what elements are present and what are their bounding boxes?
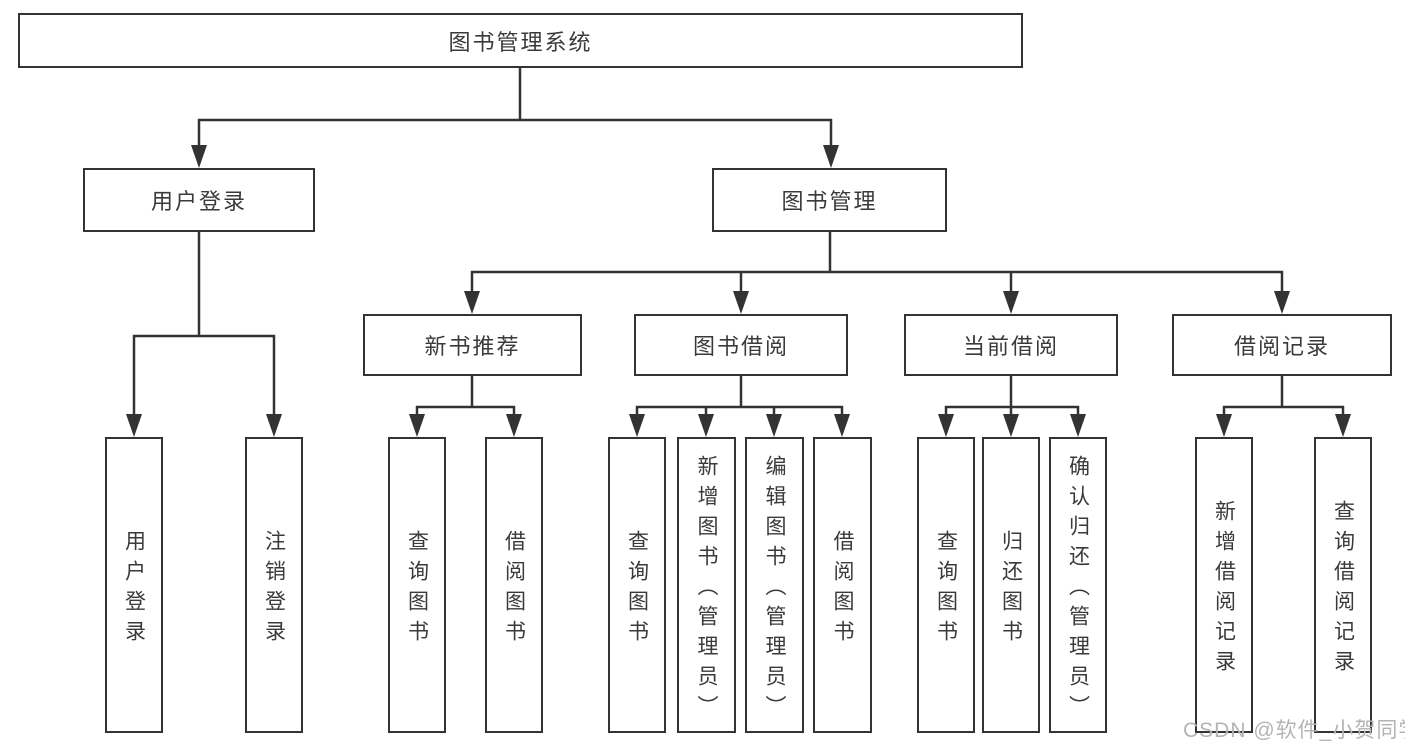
leaf-user-login: 用户登录: [105, 437, 163, 733]
node-book-management-label: 图书管理: [781, 189, 878, 214]
leaf-borrow-books-recommend: 借阅图书: [485, 437, 543, 733]
node-new-book-recommendation: 新书推荐: [363, 314, 582, 376]
arrowheads: [126, 145, 1351, 437]
leaf-edit-books-admin: 编辑图书（管理员）: [745, 437, 804, 733]
node-root: 图书管理系统: [18, 13, 1023, 68]
leaf-borrow-books-recommend-label: 借阅图书: [502, 529, 526, 650]
node-book-borrowing-label: 图书借阅: [692, 334, 789, 359]
leaf-query-books-current-label: 查询图书: [934, 529, 958, 650]
leaf-query-borrow-record: 查询借阅记录: [1314, 437, 1372, 733]
leaf-confirm-return-admin: 确认归还（管理员）: [1049, 437, 1107, 733]
leaf-return-books: 归还图书: [982, 437, 1040, 733]
node-book-borrowing: 图书借阅: [634, 314, 848, 376]
leaf-user-login-label: 用户登录: [122, 529, 146, 650]
node-current-borrowing: 当前借阅: [904, 314, 1118, 376]
leaf-logout-label: 注销登录: [262, 529, 286, 650]
leaf-query-books-borrowing-label: 查询图书: [625, 529, 649, 650]
leaf-query-books-recommend-label: 查询图书: [405, 529, 429, 650]
node-book-management: 图书管理: [712, 168, 947, 232]
node-user-login-label: 用户登录: [150, 189, 247, 214]
leaf-borrow-books-label: 借阅图书: [831, 529, 854, 650]
node-new-book-recommendation-label: 新书推荐: [424, 334, 521, 359]
leaf-edit-books-admin-label: 编辑图书（管理员）: [763, 454, 786, 725]
leaf-borrow-books: 借阅图书: [813, 437, 872, 733]
node-borrowing-records-label: 借阅记录: [1233, 334, 1330, 359]
csdn-watermark: CSDN @软件_小贺同学: [1183, 719, 1405, 742]
leaf-add-books-admin-label: 新增图书（管理员）: [695, 454, 718, 725]
leaf-add-borrow-record: 新增借阅记录: [1195, 437, 1253, 733]
node-user-login: 用户登录: [83, 168, 315, 232]
leaf-query-books-borrowing: 查询图书: [608, 437, 666, 733]
leaf-confirm-return-admin-label: 确认归还（管理员）: [1066, 454, 1090, 725]
leaf-query-borrow-record-label: 查询借阅记录: [1331, 499, 1355, 680]
leaf-add-borrow-record-label: 新增借阅记录: [1212, 499, 1236, 680]
node-borrowing-records: 借阅记录: [1172, 314, 1392, 376]
node-current-borrowing-label: 当前借阅: [962, 334, 1059, 359]
leaf-return-books-label: 归还图书: [999, 529, 1023, 650]
leaf-query-books-recommend: 查询图书: [388, 437, 446, 733]
leaf-query-books-current: 查询图书: [917, 437, 975, 733]
node-root-label: 图书管理系统: [448, 29, 593, 55]
leaf-logout: 注销登录: [245, 437, 303, 733]
leaf-add-books-admin: 新增图书（管理员）: [677, 437, 736, 733]
